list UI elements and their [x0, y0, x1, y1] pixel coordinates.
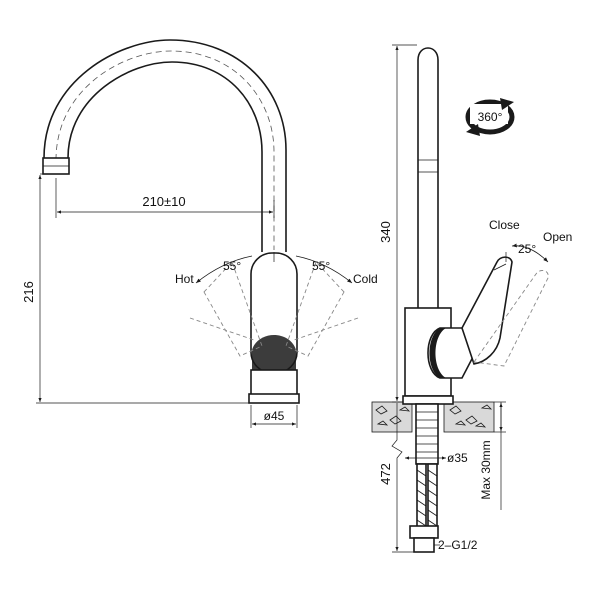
countertop-right: [443, 401, 495, 433]
connection-size: 2–G1/2: [438, 538, 478, 552]
front-height-dimension: 216: [21, 281, 36, 303]
side-cartridge: [427, 327, 475, 379]
side-base: [402, 395, 454, 405]
mounting-shank: [415, 403, 439, 465]
front-view: Hot Cold 55° 55° 210±10 216 ø45: [21, 39, 378, 428]
spout-inner: [67, 61, 263, 252]
hot-label: Hot: [175, 272, 194, 286]
countertop-left: [371, 401, 413, 433]
ghost-lever-cold: [285, 261, 345, 357]
hole-diameter: ø35: [447, 451, 468, 465]
reach-dimension: 210±10: [142, 194, 185, 209]
side-spout: [417, 47, 439, 311]
rotation-arrow-bottom: [466, 124, 480, 136]
spout-centerline: [55, 50, 275, 250]
open-label: Open: [543, 230, 572, 244]
total-height-dimension: 340: [378, 221, 393, 243]
hose-nut: [409, 525, 439, 539]
ghost-lever-hot: [203, 261, 263, 357]
side-view: Close Open 25° 340: [371, 44, 572, 553]
base-diameter: ø45: [264, 409, 285, 423]
spout-outer: [43, 39, 287, 252]
front-base-ring: [248, 393, 300, 404]
rotation-indicator: 360°: [465, 98, 515, 136]
close-label: Close: [489, 218, 520, 232]
cold-label: Cold: [353, 272, 378, 286]
tilt-angle: 25°: [518, 242, 536, 256]
flexible-hose-left: [416, 463, 427, 529]
hose-fitting: [413, 537, 435, 553]
front-base: [250, 369, 298, 396]
hot-angle: 55°: [223, 259, 241, 273]
cold-angle: 55°: [312, 259, 330, 273]
side-lever: [461, 256, 513, 365]
flexible-hose-right: [427, 463, 438, 529]
front-lever-shadow: [252, 335, 296, 372]
rotation-arrow-top: [500, 98, 514, 110]
max-thickness: Max 30mm: [479, 440, 493, 499]
rotation-label: 360°: [478, 110, 503, 124]
rotation-ellipse: [465, 99, 515, 135]
hose-length-dimension: 472: [378, 463, 393, 485]
side-ghost-lever: [473, 270, 549, 367]
